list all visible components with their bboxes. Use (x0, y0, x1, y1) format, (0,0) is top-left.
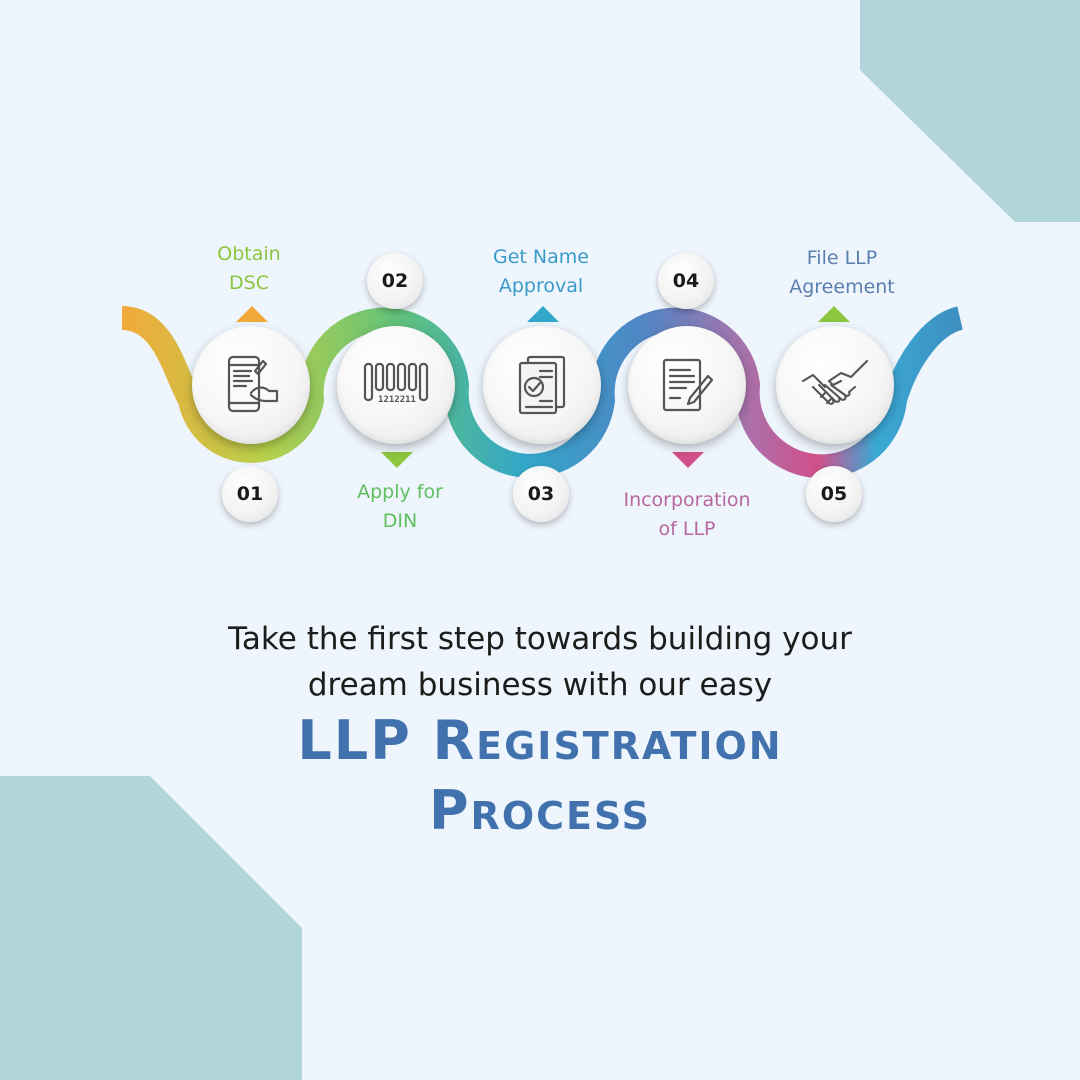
barcode-digits: 1212211 (378, 395, 416, 405)
step-03-label: Get Name Approval (493, 246, 589, 297)
step-02-number-badge: 02 (367, 253, 423, 309)
step-04-label: Incorporation of LLP (623, 489, 751, 540)
step-02-label: Apply for DIN (357, 481, 443, 532)
title-line-2: Process (428, 779, 652, 842)
step-03-icon-disc (483, 326, 601, 444)
step-01-number-badge: 01 (222, 466, 278, 522)
step-04-number-badge: 04 (658, 253, 714, 309)
title-line-1: LLP Registration (297, 709, 783, 772)
pointer-02 (381, 452, 413, 468)
top-right-corner-shape (860, 0, 1080, 222)
step-03-number-badge: 03 (513, 466, 569, 522)
step-02-icon-disc: 1212211 (337, 326, 455, 444)
headline-line-1: Take the first step towards building you… (228, 621, 852, 657)
headline-line-2: dream business with our easy (307, 667, 773, 703)
step-01-label: Obtain DSC (217, 243, 281, 294)
pointer-01 (236, 306, 268, 322)
bottom-left-corner-shape (0, 776, 302, 1080)
step-05-label: File LLP Agreement (789, 247, 895, 298)
barcode-icon: 1212211 (363, 362, 429, 405)
step-04-icon-disc (628, 326, 746, 444)
step-01-icon-disc (192, 326, 310, 444)
pointer-03 (527, 306, 559, 322)
document-pen-icon (662, 358, 714, 412)
document-checkmark-icon (518, 355, 566, 415)
handshake-icon (801, 359, 869, 405)
mobile-signature-icon (227, 355, 279, 413)
step-05-icon-disc (776, 326, 894, 444)
pointer-04 (672, 452, 704, 468)
pointer-05 (818, 306, 850, 322)
step-05-number-badge: 05 (806, 466, 862, 522)
